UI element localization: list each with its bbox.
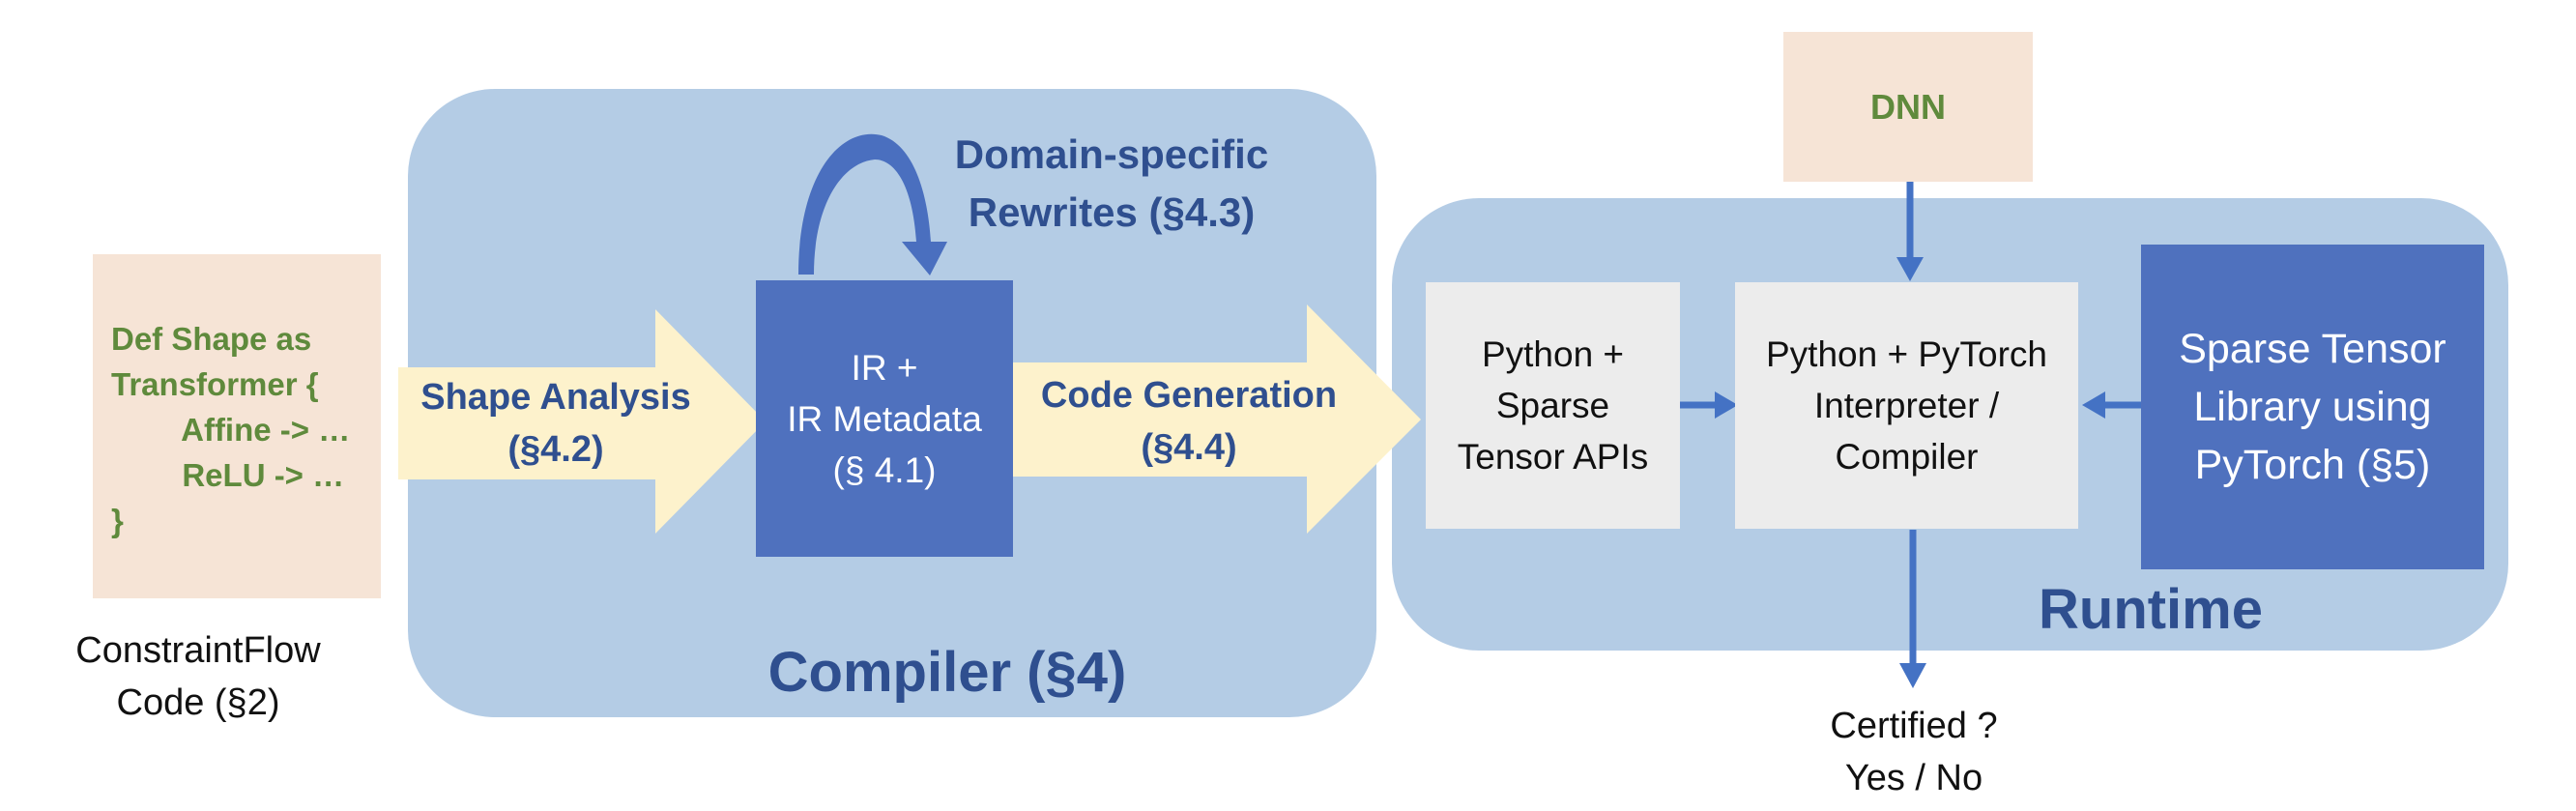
dnn-box: DNN	[1783, 32, 2033, 182]
code-generation-label: Code Generation (§4.4)	[1040, 375, 1338, 468]
domain-rewrites-label: Domain-specific Rewrites (§4.3)	[954, 131, 1269, 235]
code-line-1: Def Shape as	[111, 321, 312, 357]
certified-output: Certified ? Yes / No	[1830, 705, 1998, 798]
dnn-label: DNN	[1870, 86, 1946, 127]
rewrite-loop-arrow	[798, 133, 947, 275]
ir-metadata-box: IR + IR Metadata (§ 4.1)	[756, 280, 1013, 557]
interpreter-box: Python + PyTorch Interpreter / Compiler	[1735, 282, 2078, 529]
code-generation-arrow	[1013, 304, 1421, 534]
sparse-library-box: Sparse Tensor Library using PyTorch (§5)	[2141, 245, 2484, 569]
code-line-3: Affine -> …	[111, 412, 351, 448]
constraintflow-caption: ConstraintFlow Code (§2)	[75, 630, 321, 723]
runtime-title: Runtime	[2039, 577, 2263, 641]
code-line-4: ReLU -> …	[111, 457, 345, 493]
shape-analysis-arrow	[398, 309, 766, 534]
code-line-2: Transformer {	[111, 366, 319, 402]
code-line-5: }	[111, 503, 124, 538]
constraintflow-code-box	[93, 254, 381, 598]
python-sparse-box: Python + Sparse Tensor APIs	[1426, 282, 1680, 529]
shape-analysis-label: Shape Analysis (§4.2)	[420, 377, 691, 470]
compiler-title: Compiler (§4)	[767, 640, 1127, 704]
